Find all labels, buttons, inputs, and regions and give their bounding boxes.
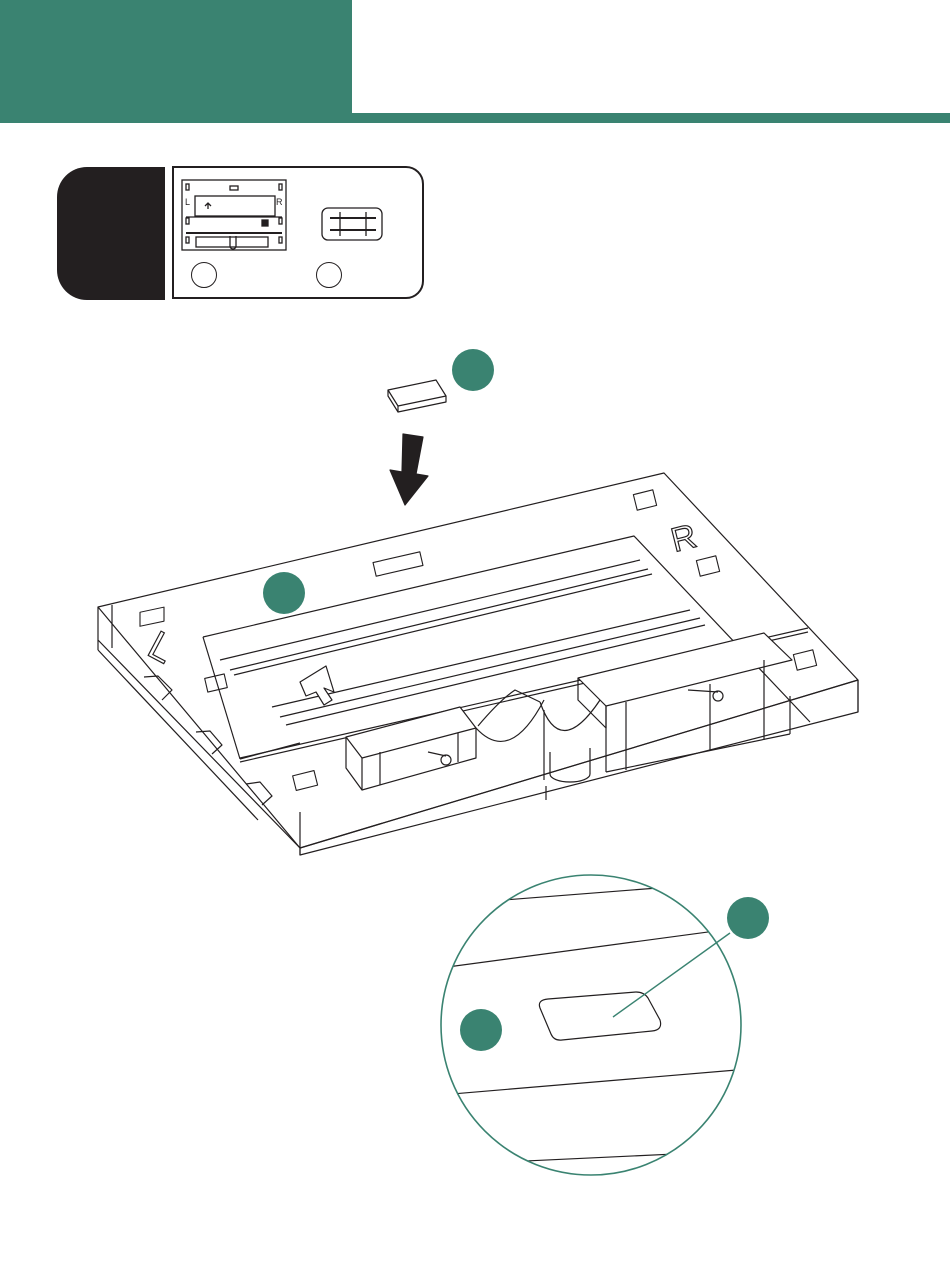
detail-callout-base-frame (460, 1009, 502, 1051)
detail-callout-pad (727, 897, 769, 939)
detail-leader-line (613, 933, 730, 1017)
